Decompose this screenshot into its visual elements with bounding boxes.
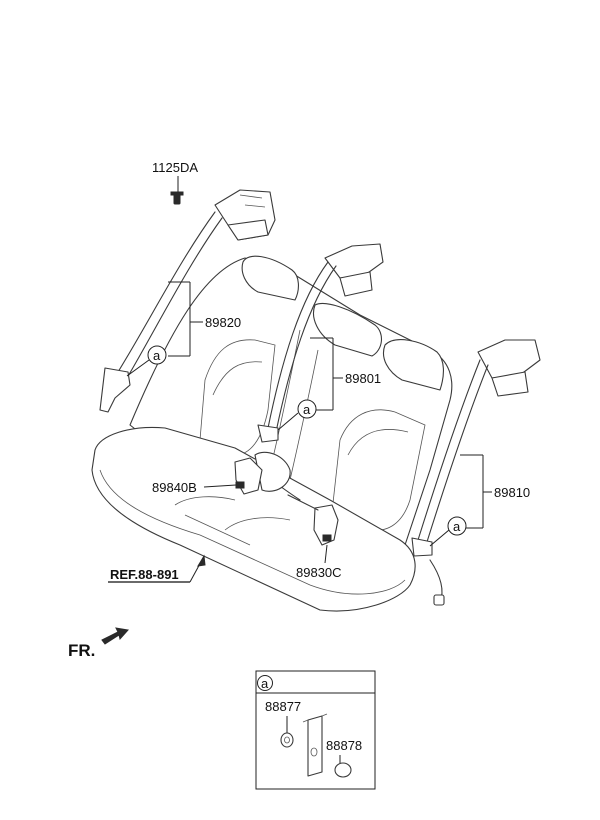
buckle-89840b [234, 457, 263, 495]
label-part-1: 88877 [265, 699, 301, 714]
label-buckle-left: 89840B [152, 480, 197, 495]
leader-lines [108, 176, 492, 583]
label-bolt: 1125DA [152, 160, 198, 175]
seat-cushion [91, 426, 416, 612]
front-direction-indicator: FR. [68, 627, 129, 660]
center-seat-belt [254, 243, 384, 501]
label-buckle-center: 89830C [296, 565, 342, 580]
bolt-1125da [170, 191, 184, 205]
front-arrow-icon [101, 627, 129, 645]
label-part-2: 88878 [326, 738, 362, 753]
svg-text:a: a [453, 519, 461, 534]
svg-text:a: a [153, 348, 161, 363]
left-seat-belt [99, 189, 276, 413]
label-reference: REF.88-891 [110, 567, 179, 582]
detail-box: a 88877 88878 [255, 670, 376, 790]
detail-marker: a [261, 676, 269, 691]
label-right-belt: 89810 [494, 485, 530, 500]
right-seat-belt [411, 339, 541, 606]
buckle-89830c [287, 494, 339, 546]
svg-text:a: a [303, 402, 311, 417]
callout-a-left: a [147, 345, 167, 365]
label-left-belt: 89820 [205, 315, 241, 330]
callout-a-center: a [297, 399, 317, 419]
label-front: FR. [68, 641, 95, 660]
callout-a-right: a [447, 516, 467, 536]
label-center-belt: 89801 [345, 371, 381, 386]
